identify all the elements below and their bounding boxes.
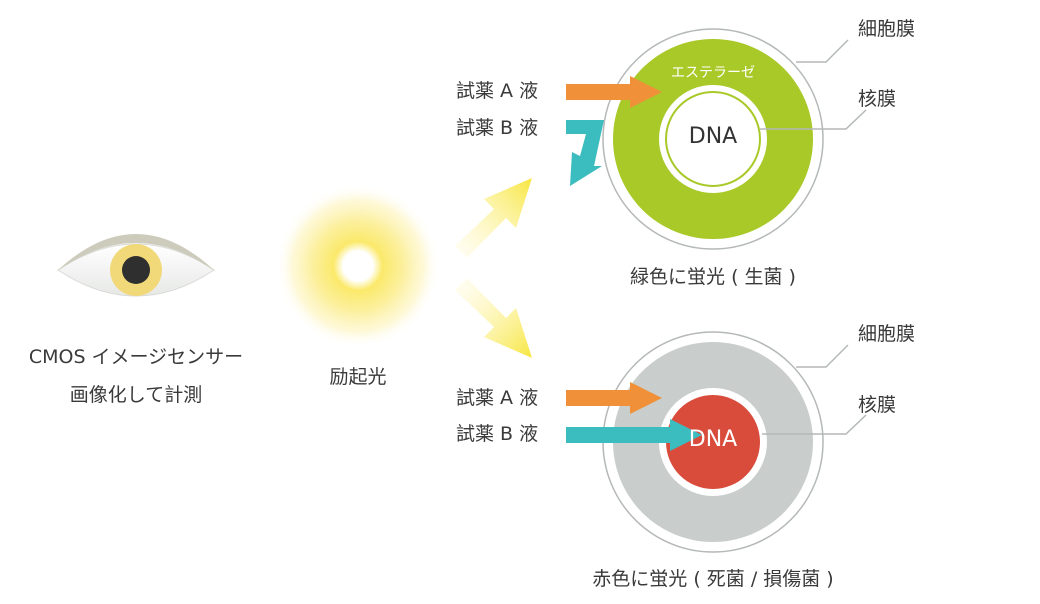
reagent-a-label-bottom: 試薬 A 液 — [456, 387, 539, 409]
sensor-label: CMOS イメージセンサー — [28, 346, 244, 368]
dead-cell — [602, 331, 824, 553]
teal-arrow-bottom-icon — [566, 419, 702, 451]
light-arrow-up-icon — [455, 178, 532, 258]
excitation-light-icon — [276, 184, 440, 348]
membrane-leader-bottom — [762, 344, 867, 435]
dna-label-top: DNA — [688, 124, 738, 149]
reagent-b-label-bottom: 試薬 B 液 — [456, 423, 539, 445]
live-cell — [602, 28, 824, 250]
esterase-label: エステラーゼ — [671, 65, 755, 81]
cell-membrane-label-bottom: 細胞膜 — [858, 323, 916, 345]
dna-label-bottom: DNA — [688, 427, 738, 452]
dead-cell-caption: 赤色に蛍光 ( 死菌 / 損傷菌 ) — [592, 568, 834, 590]
reagent-a-label-top: 試薬 A 液 — [456, 80, 539, 102]
excitation-light-label: 励起光 — [329, 366, 387, 388]
orange-arrow-top-icon — [566, 76, 662, 108]
eye-icon — [56, 234, 216, 297]
membrane-leader-top — [760, 39, 867, 130]
live-cell-caption: 緑色に蛍光 ( 生菌 ) — [630, 266, 796, 288]
light-arrow-down-icon — [455, 278, 532, 358]
nuclear-membrane-label-bottom: 核膜 — [858, 394, 897, 416]
nuclear-membrane-label-top: 核膜 — [858, 88, 897, 110]
orange-arrow-bottom-icon — [566, 382, 662, 414]
cell-membrane-label-top: 細胞膜 — [858, 18, 916, 40]
reagent-b-label-top: 試薬 B 液 — [456, 117, 539, 139]
teal-arrow-bent-icon — [566, 120, 604, 186]
sensor-caption: 画像化して計測 — [69, 384, 203, 406]
